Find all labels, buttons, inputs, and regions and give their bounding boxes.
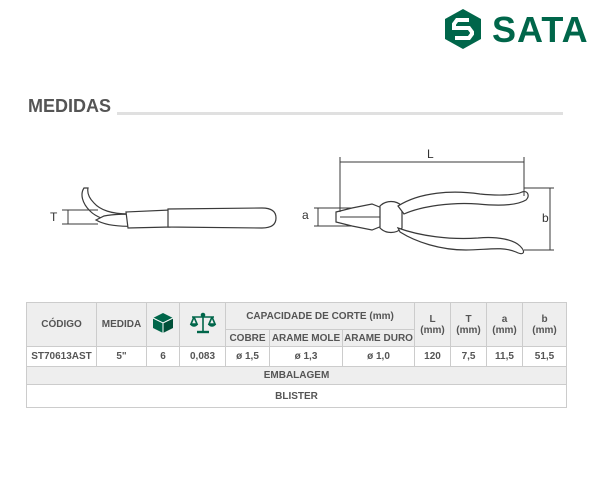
header-t-unit: (mm) xyxy=(456,324,481,336)
header-a-label: a xyxy=(501,313,508,325)
dimension-l xyxy=(339,157,525,212)
header-capacidade: CAPACIDADE DE CORTE (mm) xyxy=(224,302,416,330)
cell-arame-duro: ø 1,0 xyxy=(341,346,416,367)
header-l: L (mm) xyxy=(414,302,452,347)
specification-table: CÓDIGO MEDIDA xyxy=(25,302,568,408)
table-row: ST70613AST 5" 6 0,083 ø 1,5 ø 1,3 ø 1,0 … xyxy=(26,346,568,367)
dimension-label-l: L xyxy=(427,147,434,161)
header-a-unit: (mm) xyxy=(492,324,517,336)
side-handle xyxy=(167,207,277,229)
embalagem-label: EMBALAGEM xyxy=(25,366,568,385)
header-package xyxy=(146,302,180,347)
top-pivot xyxy=(379,200,403,234)
section-divider xyxy=(117,112,563,115)
pliers-side-view xyxy=(81,187,277,229)
embalagem-value: BLISTER xyxy=(25,384,568,408)
cell-t: 7,5 xyxy=(450,346,488,367)
box-package-icon xyxy=(151,312,175,334)
header-codigo: CÓDIGO xyxy=(26,302,97,347)
header-arame-duro: ARAME DURO xyxy=(341,329,416,347)
cell-l: 120 xyxy=(414,346,452,367)
embalagem-value-row: BLISTER xyxy=(25,384,568,408)
header-arame-mole: ARAME MOLE xyxy=(269,329,343,347)
header-b-unit: (mm) xyxy=(532,324,557,336)
header-b-label: b xyxy=(541,313,548,325)
section-title: MEDIDAS xyxy=(28,96,112,116)
cell-medida: 5" xyxy=(96,346,147,367)
header-medida: MEDIDA xyxy=(96,302,147,347)
header-weight xyxy=(179,302,226,347)
header-l-unit: (mm) xyxy=(420,324,445,336)
pliers-technical-drawing: T L a b xyxy=(50,147,554,255)
dimension-b xyxy=(524,187,554,251)
cell-a: 11,5 xyxy=(486,346,524,367)
top-handle-lower xyxy=(396,226,525,255)
cell-weight: 0,083 xyxy=(179,346,226,367)
header-t: T (mm) xyxy=(450,302,488,347)
embalagem-header-row: EMBALAGEM xyxy=(25,366,568,385)
dimension-label-a: a xyxy=(302,208,309,222)
dimension-label-t: T xyxy=(50,210,58,224)
cell-cobre: ø 1,5 xyxy=(225,346,270,367)
dimension-label-b: b xyxy=(542,211,549,225)
cell-arame-mole: ø 1,3 xyxy=(269,346,343,367)
brand-name: SATA xyxy=(492,9,589,50)
header-a: a (mm) xyxy=(486,302,524,347)
cell-qty: 6 xyxy=(146,346,180,367)
side-head xyxy=(125,209,171,229)
header-l-label: L xyxy=(429,313,436,325)
cell-codigo: ST70613AST xyxy=(26,346,97,367)
dimension-a xyxy=(314,207,352,227)
balance-scale-icon xyxy=(189,312,217,334)
top-handle-upper xyxy=(397,191,529,215)
sata-logo: SATA xyxy=(442,8,594,50)
cell-b: 51,5 xyxy=(522,346,568,367)
header-b: b (mm) xyxy=(522,302,568,347)
dimension-t xyxy=(62,209,98,225)
sata-hexagon-logo-icon xyxy=(445,9,481,49)
header-t-label: T xyxy=(465,313,472,325)
header-cobre: COBRE xyxy=(225,329,270,347)
pliers-top-view xyxy=(335,191,529,255)
